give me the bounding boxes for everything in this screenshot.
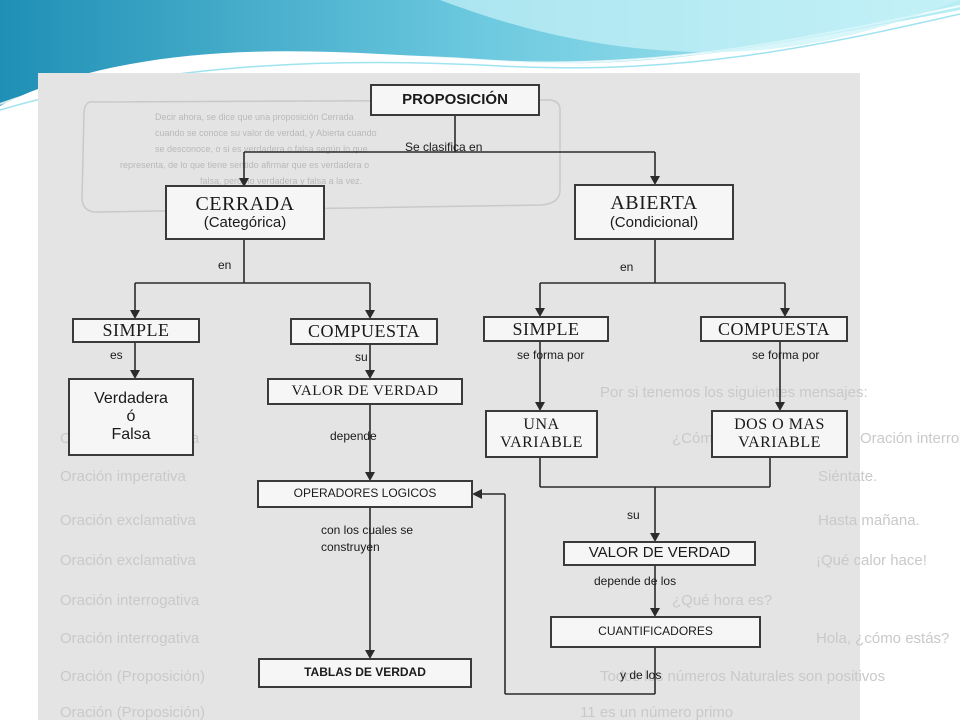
- label-se-clasifica-en: Se clasifica en: [405, 140, 483, 154]
- label-en-left: en: [218, 258, 232, 272]
- label-es: es: [110, 348, 123, 362]
- node-tablas-verdad: TABLAS DE VERDAD: [258, 658, 472, 688]
- node-dos-o-mas-variable: DOS O MAS VARIABLE: [711, 410, 848, 458]
- faded-left-2: Siéntate.: [818, 468, 878, 485]
- node-operadores-logicos: OPERADORES LOGICOS: [257, 480, 473, 508]
- node-falsa-label: Falsa: [111, 425, 151, 443]
- node-compuesta-left: COMPUESTA: [290, 318, 438, 345]
- faded-right-7: Oración (Proposición): [60, 668, 206, 685]
- node-cuantificadores: CUANTIFICADORES: [550, 616, 761, 648]
- node-cuantificadores-label: CUANTIFICADORES: [598, 624, 713, 639]
- node-o-label: ó: [126, 408, 136, 426]
- node-valor-verdad-left: VALOR DE VERDAD: [267, 378, 463, 405]
- label-depende: depende: [330, 429, 377, 443]
- label-con-los-cuales-1: con los cuales se: [321, 523, 414, 537]
- node-proposicion-label: PROPOSICIÓN: [402, 90, 508, 108]
- node-cerrada: CERRADA (Categórica): [165, 185, 325, 240]
- callout-line-1: Decir ahora, se dice que una proposición…: [155, 112, 354, 122]
- faded-right-1: Oración interrogativa: [860, 430, 960, 447]
- faded-left-5: ¿Qué hora es?: [672, 592, 773, 609]
- node-una-label: UNA: [523, 416, 560, 434]
- faded-intro-line: Por si tenemos los siguientes mensajes:: [600, 384, 868, 401]
- node-operadores-label: OPERADORES LOGICOS: [293, 486, 437, 501]
- faded-right-6: Oración interrogativa: [60, 630, 200, 647]
- node-cerrada-sublabel: (Categórica): [203, 214, 287, 232]
- node-simple-left: SIMPLE: [72, 318, 200, 343]
- node-una-variable: UNA VARIABLE: [485, 410, 598, 458]
- label-con-los-cuales-2: construyen: [321, 540, 380, 554]
- node-dos-o-mas-label: DOS O MAS: [734, 416, 825, 434]
- callout-line-3: se desconoce, o si es verdadera o falsa …: [155, 144, 368, 154]
- faded-left-8: 11 es un número primo: [580, 704, 734, 721]
- label-y-de-los: y de los: [620, 668, 662, 682]
- faded-left-4: ¡Qué calor hace!: [816, 552, 927, 569]
- node-verdadera-label: Verdadera: [94, 390, 168, 408]
- label-en-right: en: [620, 260, 634, 274]
- node-abierta: ABIERTA (Condicional): [574, 184, 734, 240]
- label-depende-de-los: depende de los: [594, 574, 677, 588]
- node-valor-verdad-right: VALOR DE VERDAD: [563, 541, 756, 566]
- faded-right-3: Oración exclamativa: [60, 512, 196, 529]
- node-abierta-label: ABIERTA: [610, 192, 698, 215]
- node-dos-variable-label: VARIABLE: [738, 434, 821, 451]
- node-cerrada-label: CERRADA: [195, 192, 295, 215]
- node-verdadera-falsa: Verdadera ó Falsa: [68, 378, 194, 456]
- faded-left-7: Todos los números Naturales son positivo…: [600, 668, 886, 685]
- faded-right-8: Oración (Proposición): [60, 704, 206, 721]
- label-su-left: su: [355, 350, 368, 364]
- node-simple-left-label: SIMPLE: [102, 320, 170, 341]
- label-su-right: su: [627, 508, 640, 522]
- node-compuesta-left-label: COMPUESTA: [307, 321, 421, 342]
- node-proposicion: PROPOSICIÓN: [370, 84, 540, 116]
- faded-right-2: Oración imperativa: [60, 468, 186, 485]
- faded-left-3: Hasta mañana.: [818, 512, 920, 529]
- node-abierta-sublabel: (Condicional): [609, 213, 699, 231]
- callout-line-5: falsa, pero no verdadera y falsa a la ve…: [200, 176, 363, 186]
- label-se-forma-por-left: se forma por: [517, 348, 585, 362]
- faded-left-6: Hola, ¿cómo estás?: [816, 630, 950, 647]
- faded-right-4: Oración exclamativa: [60, 552, 196, 569]
- callout-line-2: cuando se conoce su valor de verdad, y A…: [155, 128, 377, 138]
- node-simple-right-label: SIMPLE: [512, 318, 580, 339]
- node-compuesta-right-label: COMPUESTA: [717, 318, 831, 339]
- node-compuesta-right: COMPUESTA: [700, 316, 848, 342]
- node-simple-right: SIMPLE: [483, 316, 609, 342]
- node-variable-label: VARIABLE: [500, 434, 583, 451]
- node-tablas-label: TABLAS DE VERDAD: [304, 665, 426, 680]
- node-valor-verdad-left-label: VALOR DE VERDAD: [291, 383, 439, 400]
- faded-right-5: Oración interrogativa: [60, 592, 200, 609]
- label-se-forma-por-right: se forma por: [752, 348, 820, 362]
- node-valor-verdad-right-label: VALOR DE VERDAD: [588, 544, 731, 562]
